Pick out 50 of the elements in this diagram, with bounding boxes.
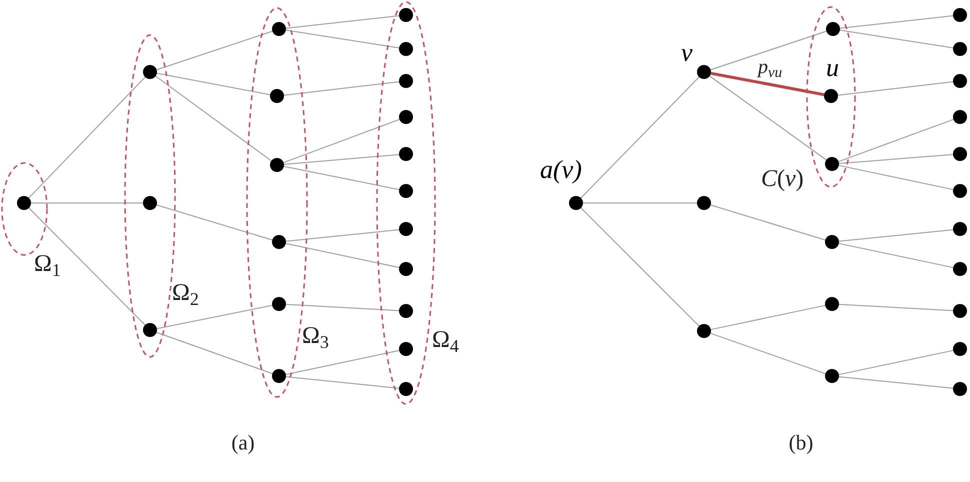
highlighted-edge [710, 72, 824, 96]
edge-line [710, 332, 826, 374]
edge-line [156, 332, 273, 374]
edge-line [156, 204, 273, 240]
edge-line [580, 207, 700, 327]
edge-line [710, 30, 827, 70]
subfigure-caption: (b) [788, 432, 814, 454]
edge-line [283, 118, 400, 164]
edge-line [156, 304, 273, 330]
node-label: v [681, 40, 693, 66]
edge-line [156, 30, 273, 70]
edge-line [838, 304, 954, 312]
edge-line [709, 76, 827, 160]
edge-line [285, 229, 400, 242]
edge-line [837, 81, 954, 96]
subfigure-caption: (a) [231, 432, 255, 454]
edge-line [283, 154, 400, 165]
edge-line [285, 350, 400, 376]
edge-line [285, 15, 400, 29]
edge-line [30, 202, 144, 204]
edge-line [28, 207, 146, 326]
edge-line [28, 76, 146, 198]
edge-line [283, 81, 400, 96]
edge-line [285, 242, 400, 268]
edge-line [838, 242, 954, 268]
set-label: Ω$_{3}$ [302, 324, 329, 348]
edge-line [838, 118, 954, 162]
edge-line [839, 30, 954, 48]
edge-line [155, 76, 272, 162]
set-label: Ω$_{4}$ [432, 328, 459, 352]
edge-line [156, 72, 271, 96]
edge-line [838, 229, 954, 242]
edge-line [582, 202, 698, 204]
edge-line [580, 76, 700, 198]
edge-line [283, 166, 400, 190]
edge-line [838, 164, 954, 190]
set-label: Ω$_{1}$ [34, 252, 61, 276]
edge-line [285, 376, 400, 389]
node-label: a(v) [540, 157, 582, 183]
edge-line [838, 350, 954, 376]
edge-line [838, 154, 954, 164]
edge-line [285, 30, 400, 48]
node-label: u [826, 55, 839, 81]
edge-line [710, 204, 826, 240]
edge-line [838, 376, 954, 389]
edge-line [839, 15, 954, 29]
edge-line [710, 304, 826, 330]
edge-line [286, 304, 400, 312]
set-label: C(v) [761, 167, 804, 191]
set-label: Ω$_{2}$ [172, 281, 199, 305]
